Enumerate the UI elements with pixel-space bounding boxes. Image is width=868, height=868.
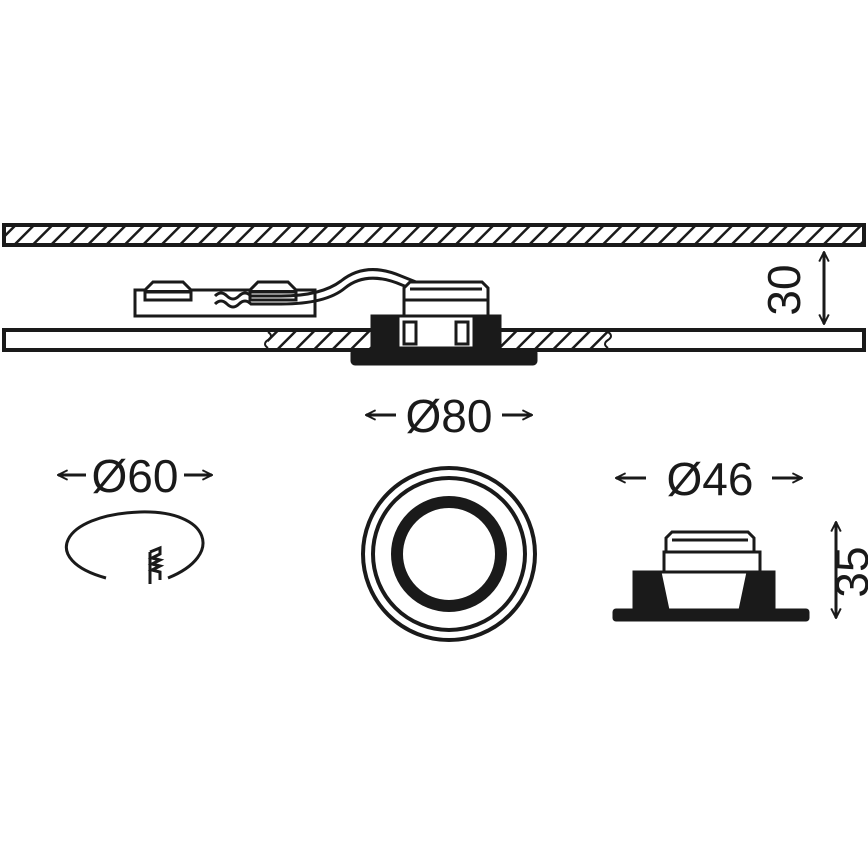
lamp-height-label: 35 [826,546,868,597]
ceiling-depth-label: 30 [758,264,810,315]
connection-cable [213,268,423,309]
driver-box [133,280,317,318]
lamp-side-view [612,530,810,622]
outer-diameter-label: Ø80 [406,390,493,442]
dimension-35: 35 [826,522,868,618]
installed-lamp [350,280,538,366]
dimension-80: Ø80 [366,390,532,442]
dimension-46: Ø46 [616,453,802,505]
dimension-30: 30 [758,252,824,324]
cutout-hole [64,510,205,584]
ceiling-slab [2,223,866,247]
dimension-60: Ø60 [58,450,212,502]
lamp-diameter-label: Ø46 [667,453,754,505]
lamp-front-view [361,466,537,642]
cutout-diameter-label: Ø60 [92,450,179,502]
